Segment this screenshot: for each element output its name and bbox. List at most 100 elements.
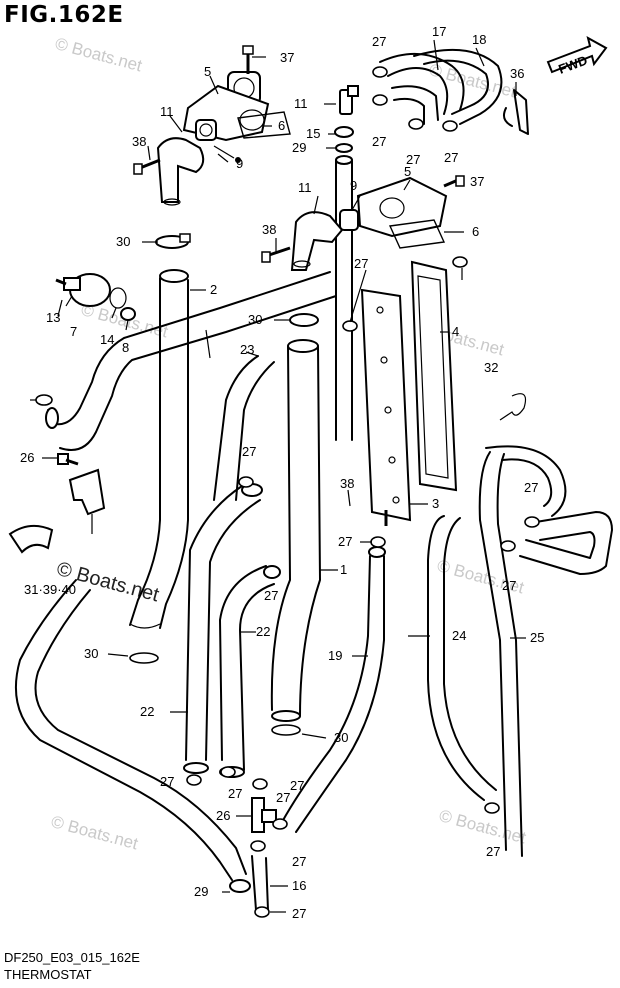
callout-19: 19: [328, 648, 342, 663]
callout-27: 27: [276, 790, 290, 805]
callout-9: 9: [236, 156, 243, 171]
callout-27: 27: [406, 152, 420, 167]
thermostat-7: [55, 273, 111, 307]
callout-27: 27: [502, 578, 516, 593]
callout-28: 29: [292, 140, 306, 155]
clamp-30: [8, 524, 54, 554]
tee-26: [251, 797, 277, 833]
figure-title: FIG.162E: [4, 2, 124, 28]
callout-27: 27: [524, 480, 538, 495]
callout-13: 13: [46, 310, 60, 325]
callout-27: 27: [372, 34, 386, 49]
callout-28: 29: [194, 884, 208, 899]
washer-15: [334, 126, 354, 138]
callout-29: 30: [248, 312, 262, 327]
callout-10: 11: [298, 180, 312, 195]
callout-27: 27: [354, 256, 368, 271]
callout-17: 17: [432, 24, 446, 39]
callout-34: 38: [132, 134, 146, 149]
hose-38: [47, 271, 337, 451]
callout-11: 11: [294, 96, 308, 111]
fitting-11: [339, 85, 359, 115]
hose-18: [413, 48, 503, 125]
small-clamps: [35, 66, 540, 918]
figure-code: DF250_E03_015_162E: [4, 950, 140, 965]
callout-29: 30: [84, 646, 98, 661]
hose-24: [478, 451, 523, 857]
hose-upper-center: [335, 159, 353, 441]
leader-lines: [30, 39, 526, 913]
callout-27: 27: [292, 854, 306, 869]
callout-8: 8: [122, 340, 129, 355]
hose-clamp: [155, 233, 191, 249]
hose-1: [270, 345, 321, 717]
callout-1: 1: [340, 562, 347, 577]
callout-15: 15: [306, 126, 320, 141]
callout-27: 27: [338, 534, 352, 549]
callout-24: 25: [530, 630, 544, 645]
clamp-28-top: [335, 143, 353, 153]
callout-32: 36: [510, 66, 524, 81]
o-ring-14: [109, 287, 127, 309]
hose-20: [219, 565, 275, 771]
callout-33: 37: [280, 50, 294, 65]
callout-14: 14: [100, 332, 114, 347]
callout-29: 30: [334, 730, 348, 745]
callout-27: 27: [444, 150, 458, 165]
bracket-32: [503, 89, 529, 135]
cover-3: [360, 288, 412, 522]
callout-5: 5: [404, 164, 411, 179]
callout-27: 27: [228, 786, 242, 801]
thermostat-housing-right: [339, 175, 465, 249]
callout-27: 27: [160, 774, 174, 789]
gasket-4: [410, 260, 458, 492]
callout-6: 6: [472, 224, 479, 239]
callout-29: 30: [116, 234, 130, 249]
elbow-housing-left: [133, 137, 205, 206]
callout-18: 18: [472, 32, 486, 47]
callout-4: 4: [452, 324, 459, 339]
figure-name: THERMOSTAT: [4, 967, 92, 982]
hose-19: [281, 555, 385, 833]
bolt-25: [57, 453, 79, 466]
callout-22: 23: [240, 342, 254, 357]
callout-35: 38: [340, 476, 354, 491]
callout-16: 16: [292, 878, 306, 893]
callout-27: 27: [264, 588, 278, 603]
callout-2: 2: [210, 282, 217, 297]
callout-34: 38: [262, 222, 276, 237]
callout-27: 27: [242, 444, 256, 459]
hose-23: [427, 515, 497, 801]
hose-17: [379, 52, 465, 115]
callout-23: 24: [452, 628, 466, 643]
bracket-36: [68, 468, 106, 516]
fwd-arrow-icon: FWD: [546, 36, 608, 77]
callout-20: 22: [256, 624, 270, 639]
cap-8: [120, 307, 136, 321]
callout-27: 27: [290, 778, 304, 793]
callout-21: 22: [140, 704, 154, 719]
hose-clamp: [289, 313, 319, 327]
callout-6: 6: [278, 118, 285, 133]
callout-5: 5: [204, 64, 211, 79]
callout-26: 26: [216, 808, 230, 823]
hose-2: [129, 277, 189, 629]
hose-21: [185, 485, 261, 761]
callout-labels: 37 5 11 38 6 9 30 2 13 7 14 8 26 31·39·4…: [20, 24, 544, 921]
callout-27: 27: [486, 844, 500, 859]
hose-30: [14, 579, 247, 881]
hose-22: [213, 355, 275, 501]
hose-loop-right: [519, 511, 613, 575]
elbow-housing-right: [261, 211, 344, 271]
callout-9: 9: [350, 178, 357, 193]
clip-31: [499, 393, 527, 421]
callout-31-39-40: 32: [484, 360, 498, 375]
callout-27: 27: [372, 134, 386, 149]
callout-33: 37: [470, 174, 484, 189]
callout-27: 27: [292, 906, 306, 921]
hose-16: [251, 855, 269, 911]
callout-3: 3: [432, 496, 439, 511]
callout-10: 11: [160, 104, 174, 119]
thermostat-housing-left: [182, 45, 291, 163]
callout-30: 31·39·40: [24, 582, 76, 597]
